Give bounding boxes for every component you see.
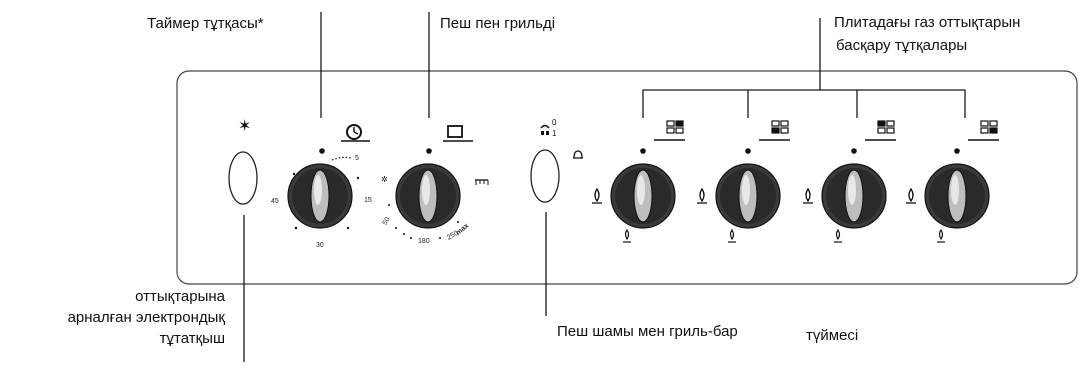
ignitor-label-line1: оттықтарына: [135, 288, 225, 305]
timer-scale-45: 45: [271, 198, 279, 205]
light-button-group: 0 1: [530, 118, 583, 203]
control-panel-outline: [176, 70, 1078, 285]
gas-bracket: [642, 89, 966, 118]
burner-knob-group-2: [697, 120, 790, 243]
oven-scale-50: 50: [382, 216, 392, 226]
ignitor-label-line2: арналған электрондық: [67, 309, 225, 326]
burner-position-icon-4: [968, 120, 999, 141]
light-symbol-1: 1: [552, 129, 557, 138]
light-symbol-0: 0: [552, 118, 557, 127]
large-flame-icon-3: [803, 187, 813, 204]
timer-knob-group: 5 15 30 45: [271, 124, 372, 249]
oven-grill-label: Пеш пен грильді: [440, 15, 556, 32]
spark-icon: ✶: [238, 118, 251, 135]
oven-scale-max: max: [455, 222, 470, 236]
large-flame-icon-2: [697, 187, 707, 204]
burner-position-icon-2: [759, 120, 790, 141]
grill-symbol-icon: [475, 179, 489, 185]
burner-indicator-dot-2: [745, 148, 751, 154]
timer-scale-15: 15: [364, 197, 372, 204]
timer-indicator-dot: [319, 148, 325, 154]
small-flame-icon-4: [937, 228, 945, 243]
oven-function-icon: [443, 125, 473, 142]
gas-burner-knobs-label-line1: Плитадағы газ оттықтарын: [834, 14, 1021, 31]
oven-indicator-dot: [426, 148, 432, 154]
light-grill-button[interactable]: [530, 149, 560, 203]
small-flame-icon-1: [623, 228, 631, 243]
large-flame-icon-4: [906, 187, 916, 204]
light-grill-switch-icon: 0 1: [540, 118, 557, 138]
burner-indicator-dot-1: [640, 148, 646, 154]
oven-scale-180: 180: [418, 238, 430, 245]
burner-indicator-dot-3: [851, 148, 857, 154]
burner-position-icon-1: [654, 120, 685, 141]
timer-clock-icon: [341, 124, 370, 142]
small-flame-icon-3: [834, 228, 842, 243]
burner-position-icon-3: [865, 120, 896, 141]
oven-scale-250: 250: [446, 230, 460, 242]
gas-burner-knobs: [592, 120, 999, 243]
large-flame-icon-1: [592, 187, 602, 204]
timer-knob-label: Таймер тұтқасы*: [147, 15, 264, 32]
light-grill-button-label-suffix: түймесі: [806, 327, 859, 344]
gas-burner-knobs-label-line2: басқару тұтқалары: [836, 37, 968, 54]
timer-scale-30: 30: [316, 242, 324, 249]
burner-knob-group-4: [906, 120, 999, 243]
light-grill-button-label: Пеш шамы мен гриль-бар: [557, 323, 738, 340]
ignitor-label-line3: тұтатқыш: [159, 330, 225, 347]
oven-knob-group: ✲ 50 180 250 max: [381, 125, 489, 245]
small-flame-icon-2: [728, 228, 736, 243]
timer-scale-dotted-arc: [331, 156, 352, 161]
burner-indicator-dot-4: [954, 148, 960, 154]
burner-knob-group-3: [803, 120, 896, 243]
burner-knob-group-1: [592, 120, 685, 243]
oven-light-small-icon: ✲: [381, 175, 388, 184]
ignitor-button[interactable]: [228, 151, 258, 205]
timer-scale-5: 5: [355, 155, 359, 162]
bell-icon: [573, 150, 583, 159]
